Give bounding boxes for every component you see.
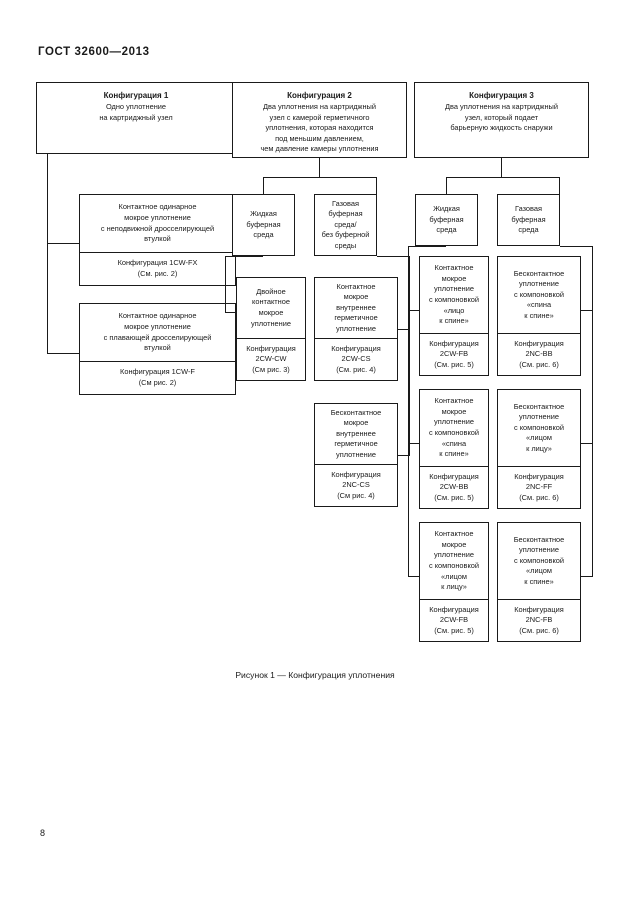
config3-branch-1-item-3-code: Конфигурация 2CW-FB (См. рис. 5) [420, 599, 488, 641]
config3-branch-1-spine [408, 246, 409, 576]
config3-branch-2-spine [592, 246, 593, 576]
config3-branch-1-item-1-description: Контактное мокрое уплотнение с компоновк… [428, 263, 480, 326]
config2-branch-1-drop [263, 177, 264, 194]
config3-header-box: Конфигурация 3 Два уплотнения на картрид… [414, 82, 589, 158]
config3-branch-2-top-link [560, 246, 593, 247]
config1-item-1-box: Контактное одинарное мокрое уплотнение с… [79, 194, 236, 286]
config3-branch-2-connector-3 [581, 576, 593, 577]
config2-branch-2-spine [409, 256, 410, 455]
config3-branch-2-connector-1 [581, 310, 593, 311]
config3-branch-2-item-3-code: Конфигурация 2NC-FB (См. рис. 6) [498, 599, 580, 641]
config2-branch-1-item-1-description: Двойное контактное мокрое уплотнение [251, 286, 291, 328]
page-number: 8 [40, 828, 46, 838]
config3-branch-2-item-1-description: Бесконтактное уплотнение с компоновкой «… [513, 268, 565, 320]
config2-branch-1-spine [225, 256, 226, 312]
config3-title: Конфигурация 3 [469, 91, 534, 100]
config2-branch-2-top-link [377, 256, 410, 257]
config1-item-1-code: Конфигурация 1CW-FX (См. рис. 2) [80, 252, 235, 285]
config3-branch-2-drop [559, 177, 560, 194]
config3-split-bar [446, 177, 559, 178]
config2-branch-1-item-1-box: Двойное контактное мокрое уплотнение Кон… [236, 277, 306, 381]
config2-branch-2-label: Газовая буферная среда/ без буферной сре… [321, 198, 370, 250]
config3-branch-1-connector-2 [408, 443, 419, 444]
config3-branch-1-item-1-code: Конфигурация 2CW-FB (См. рис. 5) [420, 333, 488, 375]
config2-branch-2-drop [376, 177, 377, 194]
config3-branch-1-top-link [408, 246, 446, 247]
config2-branch-1-top-link [225, 256, 263, 257]
config2-branch-2-item-1-description: Контактное мокрое внутреннее герметичное… [334, 281, 378, 333]
config2-branch-1-label: Жидкая буферная среда [246, 209, 281, 240]
config3-branch-2-item-2-description: Бесконтактное уплотнение с компоновкой «… [513, 401, 565, 453]
config3-branch-2-label: Газовая буферная среда [511, 204, 546, 235]
config1-item-2-code: Конфигурация 1CW-F (См рис. 2) [80, 361, 235, 394]
config1-spine [47, 154, 48, 353]
config3-branch-1-connector-1 [408, 310, 419, 311]
config2-branch-2-connector-2 [398, 455, 410, 456]
config3-branch-2-item-2-code: Конфигурация 2NC-FF (См. рис. 6) [498, 466, 580, 508]
config3-branch-1-connector-3 [408, 576, 419, 577]
config2-branch-2-item-2-code: Конфигурация 2NC-CS (См рис. 4) [315, 464, 397, 506]
config1-header-body: Одно уплотнение на картриджный узел [99, 102, 173, 122]
config1-connector-2 [47, 353, 79, 354]
config2-header-box: Конфигурация 2 Два уплотнения на картрид… [232, 82, 407, 158]
config2-title: Конфигурация 2 [287, 91, 352, 100]
config2-branch-1-label-box: Жидкая буферная среда [232, 194, 295, 256]
config3-branch-2-item-2-box: Бесконтактное уплотнение с компоновкой «… [497, 389, 581, 509]
config2-split-bar [263, 177, 376, 178]
config1-item-2-description: Контактное одинарное мокрое уплотнение с… [103, 311, 212, 353]
config3-branch-2-connector-2 [581, 443, 593, 444]
figure-caption: Рисунок 1 — Конфигурация уплотнения [235, 670, 395, 680]
standard-header: ГОСТ 32600—2013 [38, 46, 150, 58]
config3-drop [501, 158, 502, 177]
config3-branch-1-item-3-description: Контактное мокрое уплотнение с компоновк… [428, 529, 480, 592]
config2-branch-1-connector-1 [225, 312, 236, 313]
config2-branch-2-connector-1 [398, 329, 410, 330]
config3-branch-2-item-1-code: Конфигурация 2NC-BB (См. рис. 6) [498, 333, 580, 375]
config3-branch-2-label-box: Газовая буферная среда [497, 194, 560, 246]
config3-branch-1-drop [446, 177, 447, 194]
config3-header-body: Два уплотнения на картриджный узел, кото… [445, 102, 558, 133]
config3-branch-1-item-1-box: Контактное мокрое уплотнение с компоновк… [419, 256, 489, 376]
config2-header-body: Два уплотнения на картриджный узел с кам… [260, 102, 379, 154]
config3-branch-1-item-2-box: Контактное мокрое уплотнение с компоновк… [419, 389, 489, 509]
config2-branch-2-item-1-code: Конфигурация 2CW-CS (См. рис. 4) [315, 338, 397, 380]
config1-header-box: Конфигурация 1 Одно уплотнение на картри… [36, 82, 236, 154]
config2-branch-2-item-2-box: Бесконтактное мокрое внутреннее герметич… [314, 403, 398, 507]
config1-connector-1 [47, 243, 79, 244]
config2-branch-1-item-1-code: Конфигурация 2CW-CW (См рис. 3) [237, 338, 305, 380]
config3-branch-1-item-2-description: Контактное мокрое уплотнение с компоновк… [428, 396, 480, 459]
config2-branch-2-item-2-description: Бесконтактное мокрое внутреннее герметич… [330, 407, 382, 459]
config1-item-2-box: Контактное одинарное мокрое уплотнение с… [79, 303, 236, 395]
config3-branch-1-label-box: Жидкая буферная среда [415, 194, 478, 246]
config3-branch-2-item-1-box: Бесконтактное уплотнение с компоновкой «… [497, 256, 581, 376]
config2-branch-2-label-box: Газовая буферная среда/ без буферной сре… [314, 194, 377, 256]
config2-drop [319, 158, 320, 177]
config1-item-1-description: Контактное одинарное мокрое уплотнение с… [100, 202, 215, 244]
config3-branch-1-item-2-code: Конфигурация 2CW-BB (См. рис. 5) [420, 466, 488, 508]
config3-branch-1-label: Жидкая буферная среда [429, 204, 464, 235]
config3-branch-1-item-3-box: Контактное мокрое уплотнение с компоновк… [419, 522, 489, 642]
config1-title: Конфигурация 1 [103, 91, 169, 100]
config3-branch-2-item-3-box: Бесконтактное уплотнение с компоновкой «… [497, 522, 581, 642]
config2-branch-2-item-1-box: Контактное мокрое внутреннее герметичное… [314, 277, 398, 381]
config3-branch-2-item-3-description: Бесконтактное уплотнение с компоновкой «… [513, 534, 565, 586]
